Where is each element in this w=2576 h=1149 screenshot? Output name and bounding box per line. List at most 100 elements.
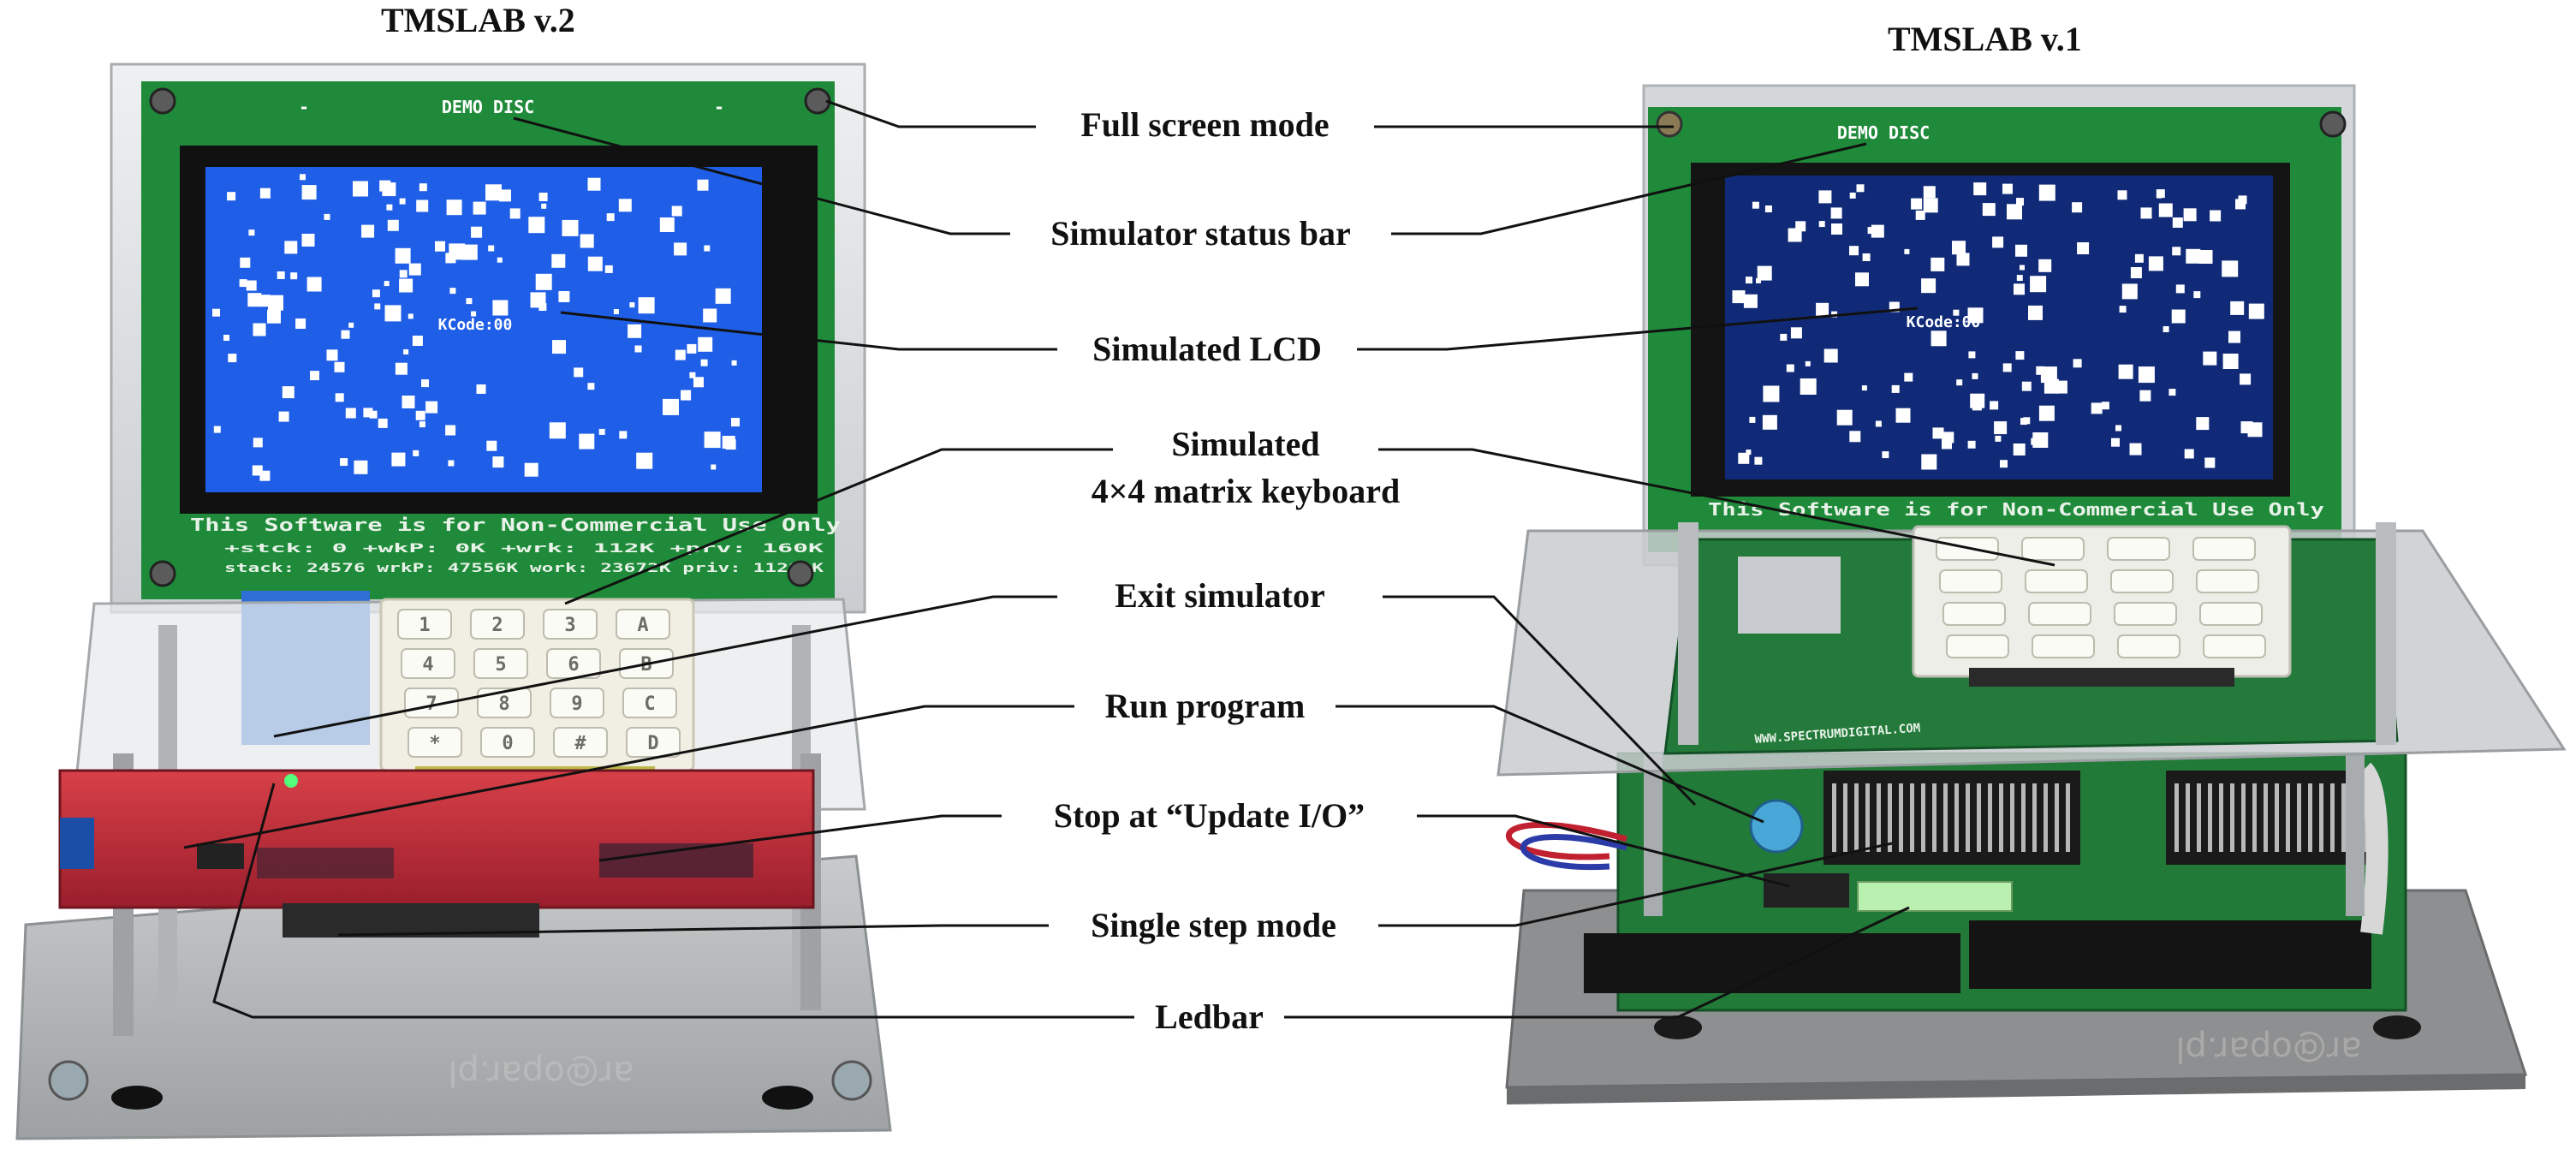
v1-lcd-star-pixels [1732, 182, 2264, 470]
keypad-key [477, 688, 532, 718]
keypad-key [2032, 634, 2095, 658]
lcd-pixel [704, 432, 721, 449]
header-pin [2174, 783, 2179, 852]
header-pin [1888, 783, 1892, 852]
lcd-pixel [253, 323, 266, 336]
v2-stats-row-2: stack: 24576 wrkP: 47556K work: 23672K p… [224, 562, 824, 575]
lcd-pixel [306, 277, 322, 292]
header-pin [1932, 783, 1936, 852]
lcd-pixel [1830, 207, 1842, 219]
lcd-pixel [461, 244, 478, 260]
leader-ledbar-left [212, 783, 1134, 1019]
lcd-pixel [1931, 257, 1945, 271]
lcd-pixel [587, 383, 595, 390]
lcd-pixel [1904, 372, 1913, 382]
lcd-pixel [284, 241, 298, 254]
lcd-pixel [239, 279, 247, 288]
lcd-pixel [445, 425, 456, 436]
lcd-pixel [697, 179, 709, 191]
lcd-pixel [402, 396, 415, 408]
lcd-pixel [2038, 405, 2055, 421]
v2-board-pinheader [257, 848, 394, 878]
lcd-pixel [2184, 449, 2194, 459]
lcd-pixel [2077, 242, 2090, 254]
lcd-pixel [2091, 402, 2103, 414]
lcd-pixel [2240, 421, 2253, 434]
lcd-pixel [374, 303, 381, 310]
lcd-pixel [2228, 330, 2240, 343]
keypad-key-label: 9 [571, 694, 582, 715]
lcd-pixel [399, 270, 408, 278]
lcd-pixel [277, 271, 285, 279]
v2-status-mark: - [714, 97, 724, 117]
title-tmslab-v1: TMSLAB v.1 [1888, 20, 2082, 58]
lcd-pixel [268, 295, 283, 311]
lcd-pixel [1972, 401, 1982, 411]
lcd-pixel [1816, 302, 1829, 316]
lcd-pixel [693, 377, 704, 388]
v2-base-foot [762, 1086, 813, 1110]
lcd-pixel [628, 324, 642, 338]
v2-board-led [284, 774, 298, 788]
tmslab-v2-device: ar@opar.pl KCode:00 DEMO DISC - - This S… [15, 63, 892, 1140]
lcd-pixel [412, 336, 423, 346]
leader-lcd-left [560, 311, 1057, 351]
keypad-key-label: 3 [564, 615, 575, 636]
v1-standoff [2376, 522, 2396, 745]
lcd-pixel [587, 256, 603, 271]
v2-board-usb-port [60, 818, 94, 869]
lcd-pixel [722, 436, 735, 449]
lcd-pixel [1967, 440, 1976, 449]
v2-corner-screw [787, 560, 814, 587]
keypad-key [1946, 634, 2009, 658]
v1-chip [1764, 873, 1849, 908]
lcd-pixel [335, 393, 344, 402]
header-pin [2186, 783, 2190, 852]
keypad-key [408, 727, 462, 758]
lcd-pixel [1867, 227, 1875, 235]
lcd-pixel [416, 199, 429, 212]
lcd-pixel [1931, 330, 1947, 347]
lcd-pixel [2015, 351, 2025, 360]
lcd-pixel [2028, 305, 2043, 320]
lcd-pixel [587, 177, 601, 191]
lcd-pixel [278, 411, 289, 422]
lcd-pixel [509, 208, 521, 219]
lcd-pixel [1994, 421, 2008, 435]
header-pin [2021, 783, 2026, 852]
lcd-pixel [2023, 417, 2031, 425]
lcd-pixel [579, 433, 595, 449]
lcd-pixel [1921, 454, 1937, 470]
header-pin [1877, 783, 1881, 852]
lcd-pixel [492, 456, 504, 468]
lcd-pixel [1746, 449, 1752, 455]
lcd-pixel [580, 234, 594, 248]
lcd-pixel [2016, 275, 2023, 282]
keypad-key [2203, 634, 2266, 658]
lcd-pixel [528, 217, 545, 234]
keypad-key [2196, 569, 2259, 593]
v2-corner-screw [804, 87, 831, 115]
lcd-pixel [466, 298, 473, 305]
lcd-pixel [492, 300, 509, 316]
lcd-pixel [384, 305, 402, 322]
v1-corner-screw [2319, 110, 2347, 138]
keypad-key [616, 609, 670, 640]
keypad-key [2114, 602, 2177, 626]
label-run-program: Run program [1104, 687, 1306, 725]
lcd-pixel [419, 421, 425, 428]
lcd-pixel [408, 263, 421, 276]
lcd-pixel [604, 265, 613, 273]
lcd-pixel [223, 335, 229, 341]
lcd-pixel [1855, 272, 1869, 287]
keypad-key [622, 688, 677, 718]
lcd-pixel [1990, 401, 1999, 410]
lcd-pixel [1982, 203, 1996, 217]
lcd-pixel [638, 297, 655, 314]
keypad-key [2025, 569, 2088, 593]
lcd-pixel [1891, 384, 1900, 393]
lcd-pixel [2101, 402, 2109, 410]
lcd-pixel [2140, 207, 2152, 219]
lcd-pixel [2072, 202, 2083, 213]
